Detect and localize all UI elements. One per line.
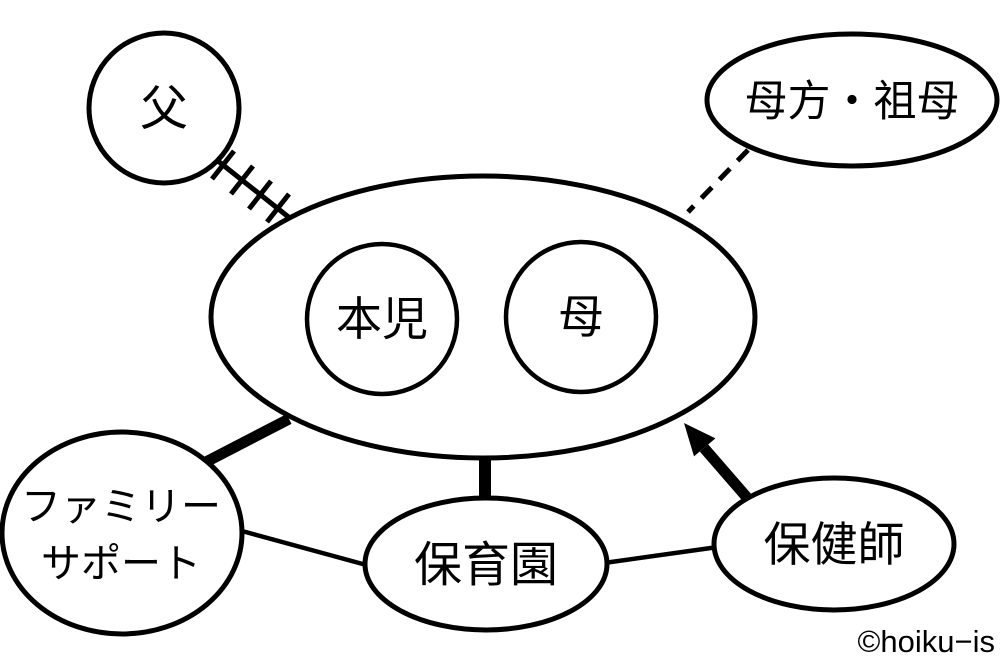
child-circle bbox=[304, 241, 460, 397]
edge-healthnurse-household-arrow bbox=[684, 423, 755, 505]
edges-layer bbox=[201, 148, 755, 569]
node-mother: 母 bbox=[503, 239, 659, 395]
nursery-label: 保育園 bbox=[414, 539, 558, 592]
family-support-label-line2: サポート bbox=[41, 542, 201, 586]
watermark-text: ©hoiku−is bbox=[858, 624, 995, 659]
nursery-ellipse bbox=[362, 495, 610, 633]
hatch-tick-4 bbox=[265, 192, 291, 224]
hatch-tick-2 bbox=[229, 164, 255, 196]
family-support-ellipse bbox=[0, 429, 245, 637]
arrow-shaft bbox=[699, 444, 755, 505]
node-nursery: 保育園 bbox=[362, 495, 610, 633]
hatch-tick-1 bbox=[210, 149, 236, 181]
arrow-head bbox=[684, 423, 716, 457]
mother-label: 母 bbox=[558, 291, 604, 343]
mother-circle bbox=[503, 239, 659, 395]
node-family-support: ファミリー サポート bbox=[0, 429, 245, 637]
node-health-nurse: 保健師 bbox=[711, 475, 957, 613]
edge-father-household-stressful bbox=[210, 149, 293, 224]
node-father: 父 bbox=[86, 30, 242, 186]
edge-nursery-healthnurse-thin bbox=[603, 544, 719, 566]
child-label: 本児 bbox=[336, 293, 428, 345]
health-nurse-label: 保健師 bbox=[764, 518, 905, 571]
edge-familysupport-nursery-thin bbox=[241, 528, 371, 569]
father-circle bbox=[86, 30, 242, 186]
family-support-label-line1: ファミリー bbox=[21, 485, 221, 529]
father-label: 父 bbox=[140, 83, 188, 136]
edge-familysupport-household-thick bbox=[201, 414, 292, 468]
node-household: 本児 母 bbox=[208, 173, 758, 461]
node-child: 本児 bbox=[304, 241, 460, 397]
household-ellipse bbox=[208, 173, 758, 461]
edge-grandmother-household-dashed bbox=[686, 148, 750, 214]
grandmother-ellipse bbox=[704, 31, 1000, 169]
health-nurse-ellipse bbox=[711, 475, 957, 613]
hatched-line-main bbox=[216, 159, 293, 221]
grandmother-label: 母方・祖母 bbox=[745, 78, 960, 126]
hatch-tick-3 bbox=[247, 179, 273, 211]
node-grandmother: 母方・祖母 bbox=[704, 31, 1000, 169]
